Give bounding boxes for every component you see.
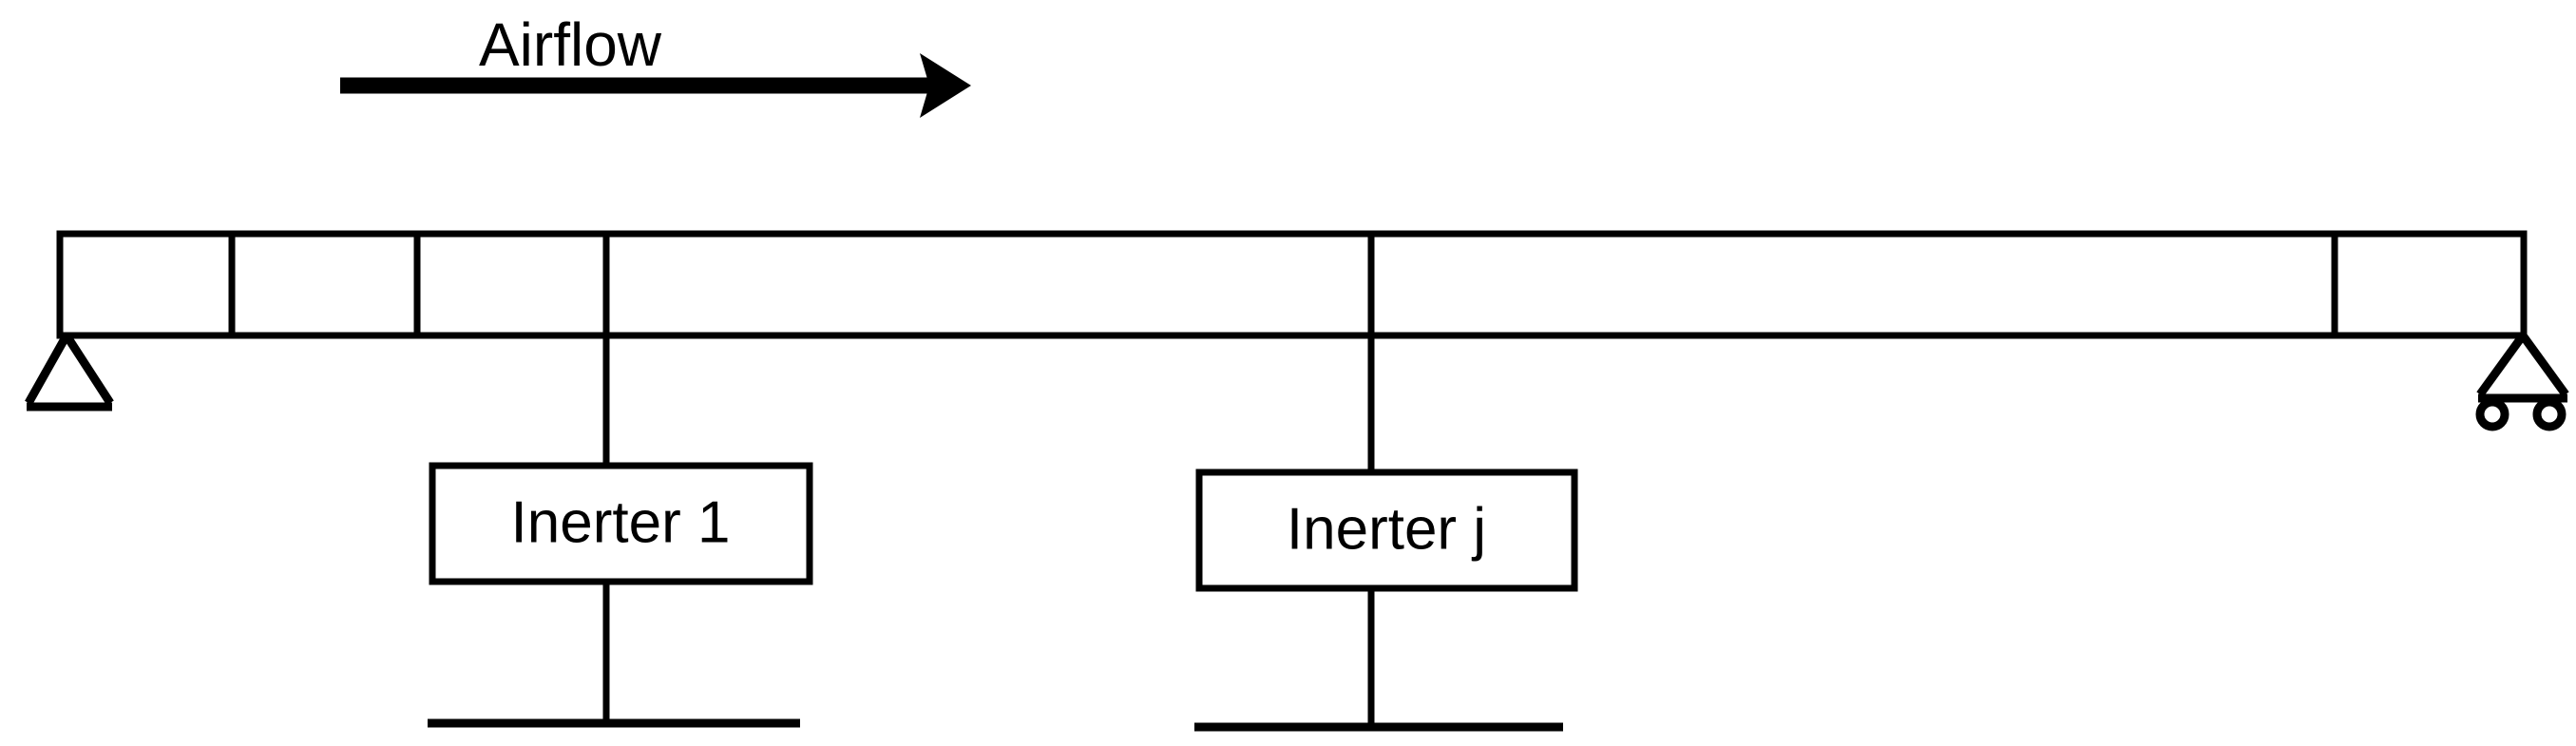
airflow-label: Airflow [479, 10, 662, 79]
pin-support-icon [25, 333, 114, 411]
roller-wheel-left [2475, 397, 2509, 431]
airflow-arrow-head-icon [920, 53, 971, 118]
inerter-j-label: Inerter j [1287, 496, 1486, 562]
roller-wheel-right [2532, 397, 2566, 431]
inerter-1-label: Inerter 1 [511, 489, 731, 555]
inerter-1-assembly: Inerter 1 [428, 335, 813, 728]
inerter-j-box [1195, 469, 1578, 592]
airflow-arrow-group [340, 53, 971, 118]
inerter-1-box [429, 462, 813, 585]
roller-support-icon [2475, 333, 2569, 431]
beam-outline [56, 230, 2528, 339]
inerter-j-assembly: Inerter j [1194, 234, 1578, 732]
